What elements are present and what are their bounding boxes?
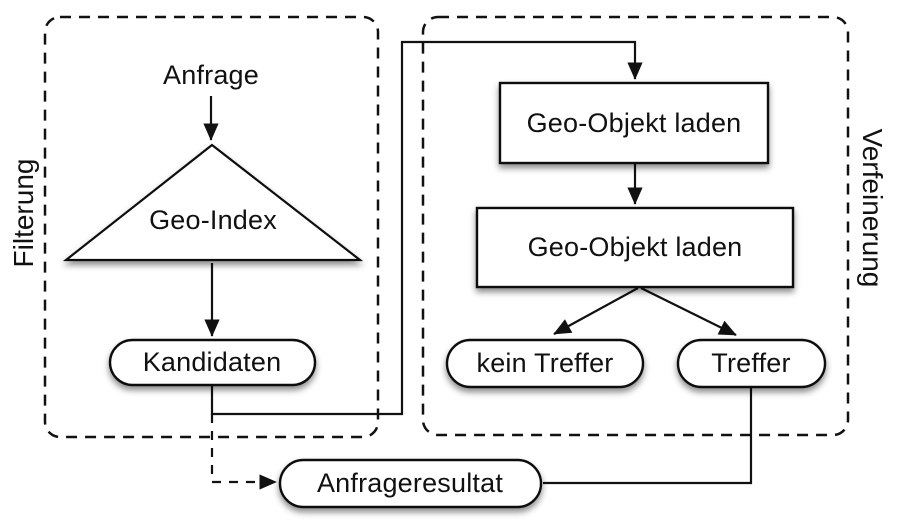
verfeinerung-group-box xyxy=(421,15,850,437)
treffer-stadium xyxy=(676,338,827,389)
geo-objekt-laden-1-label: Geo-Objekt laden xyxy=(526,108,742,138)
edge-laden2-to-keintreffer xyxy=(553,287,639,335)
kandidaten-stadium xyxy=(108,338,317,387)
treffer-label: Treffer xyxy=(711,348,791,378)
edge-laden2-to-treffer xyxy=(640,287,737,336)
geo-index-label: Geo-Index xyxy=(149,205,277,235)
geo-index-triangle xyxy=(62,143,364,262)
kandidaten-label: Kandidaten xyxy=(142,347,282,377)
geo-objekt-laden-2-label: Geo-Objekt laden xyxy=(527,232,743,262)
edge-kandidaten-to-laden1 xyxy=(210,40,643,416)
kein-treffer-label: kein Treffer xyxy=(476,348,614,378)
geo-objekt-laden-1-box xyxy=(498,81,770,165)
verfeinerung-group-label: Verfeinerung xyxy=(857,128,888,288)
anfrageresultat-stadium xyxy=(278,458,543,509)
edge-treffer-to-anfrageresultat xyxy=(543,388,753,485)
kein-treffer-stadium xyxy=(445,338,645,389)
filterung-group-label: Filterung xyxy=(8,158,39,268)
anfrageresultat-label: Anfrageresultat xyxy=(316,468,504,498)
edge-kandidaten-to-anfrageresultat-dashed xyxy=(210,414,277,490)
geo-objekt-laden-2-box xyxy=(475,206,795,289)
filterung-group-box xyxy=(43,15,380,439)
anfrage-label: Anfrage xyxy=(163,60,259,90)
